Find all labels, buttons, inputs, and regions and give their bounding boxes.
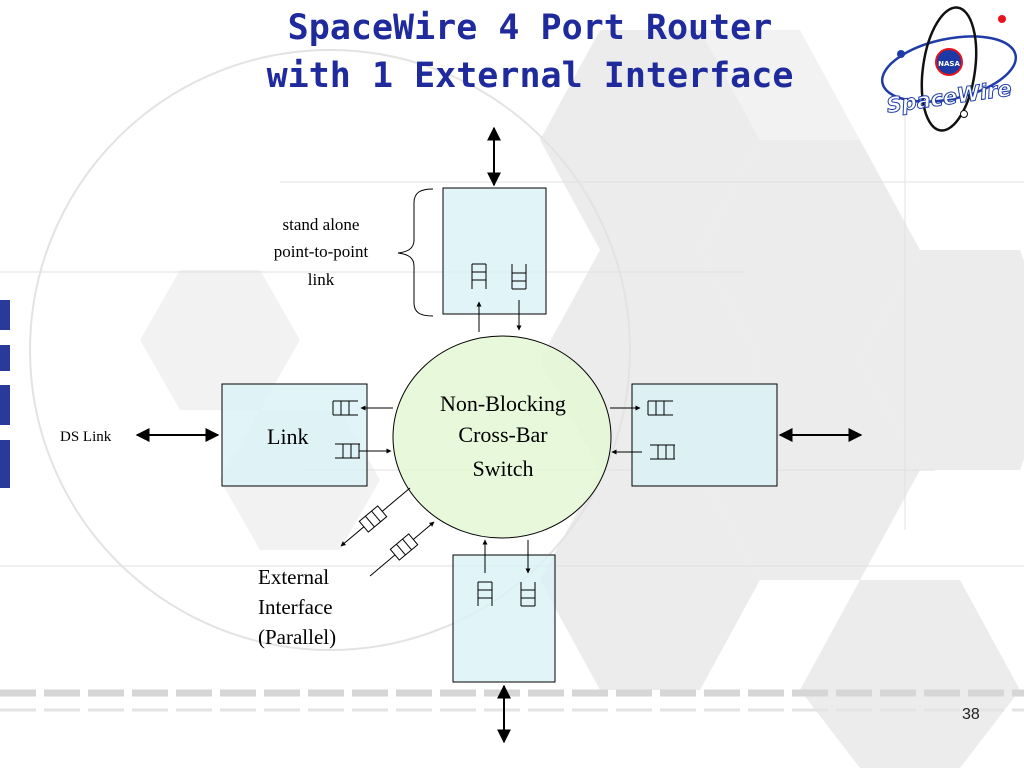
right-port-box [631, 383, 778, 487]
annotation-line-2: point-to-point [274, 242, 369, 261]
external-label-line-3: (Parallel) [258, 625, 336, 649]
top-port-box [442, 187, 547, 315]
bottom-rx-fifo-icon [520, 582, 536, 607]
ds-link-label: DS Link [60, 429, 112, 445]
svg-text:NASA: NASA [938, 60, 960, 68]
annotation-line-3: link [308, 270, 335, 289]
bottom-tx-fifo-icon [477, 581, 493, 606]
nasa-icon [935, 48, 963, 76]
switch-label-line-1: Non-Blocking [440, 391, 566, 416]
annotation-line-1: stand alone [283, 215, 360, 234]
right-rx-fifo-icon [647, 400, 673, 416]
external-in-fifo-icon [389, 533, 419, 561]
external-out-fifo-icon [358, 505, 388, 533]
page-number: 38 [962, 706, 980, 723]
top-rx-fifo-icon [471, 263, 487, 289]
top-tx-fifo-icon [511, 264, 527, 290]
spacewire-logo: NASA SpaceWire [880, 6, 1018, 132]
left-rx-fifo-icon [335, 443, 360, 459]
switch-label-line-2: Cross-Bar [458, 422, 548, 447]
switch-label-line-3: Switch [472, 456, 533, 481]
annotation-brace [397, 188, 434, 317]
external-label-line-1: External [258, 565, 329, 589]
external-label-line-2: Interface [258, 595, 333, 619]
left-tx-fifo-icon [332, 400, 358, 416]
slide-title-line-1: SpaceWire 4 Port Router [287, 8, 773, 48]
slide-title-line-2: with 1 External Interface [266, 56, 794, 96]
right-tx-fifo-icon [650, 444, 675, 460]
left-port-label: Link [267, 424, 309, 449]
bottom-port-box [452, 554, 556, 683]
crossbar-switch [392, 335, 612, 539]
